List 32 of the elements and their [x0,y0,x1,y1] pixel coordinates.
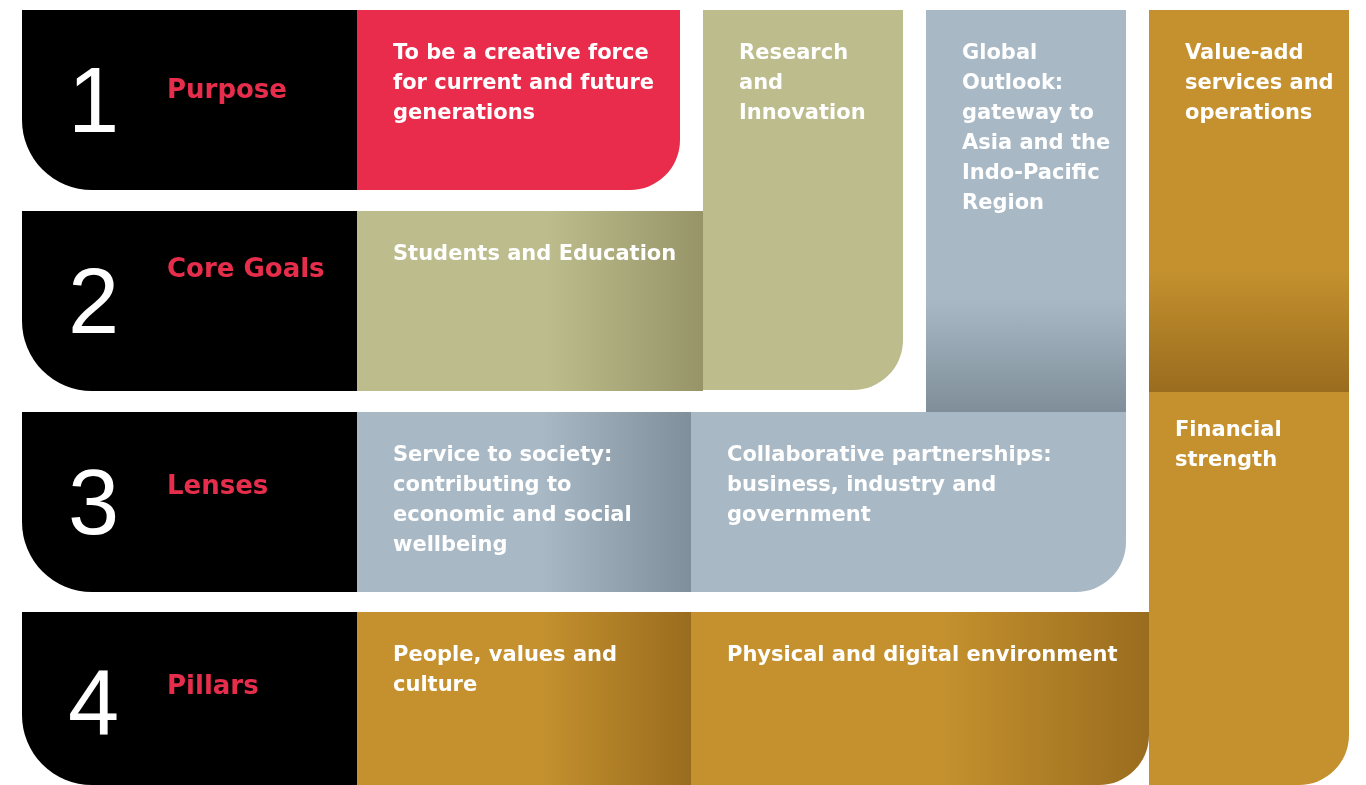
level-number: 3 [68,456,120,548]
goal-text: Value-add services and operations [1185,39,1335,126]
level-heading: Lenses [167,469,270,502]
goal-tile [357,10,680,190]
level-number: 2 [68,255,120,347]
goal-tile [1149,392,1349,785]
goal-text: To be a creative force for current and future generations [393,39,656,126]
goal-text: Physical and digital environment [727,641,1119,668]
level-heading: Purpose [167,73,288,106]
goal-tile [357,412,691,592]
goal-tile [357,612,691,785]
goal-text: Financial strength [1175,416,1283,473]
goal-text: Research and Innovation [739,39,867,126]
goal-text: Collaborative partnerships: business, industry and government [727,441,1053,528]
goal-text: Global Outlook: gateway to Asia and the Indo-Pacific Region [962,39,1112,216]
level-number: 1 [68,54,120,146]
goal-text: Service to society: contributing to economic and social wellbeing [393,441,633,558]
level-band [22,10,358,190]
level-band [22,612,358,785]
level-number: 4 [68,656,120,748]
goal-tile [691,412,1126,592]
goal-tile [357,211,703,391]
goal-text: People, values and culture [393,641,619,698]
goal-tile [926,10,1126,412]
goal-tile [703,10,903,390]
goal-text: Students and Education [393,240,678,267]
level-band [22,211,358,391]
level-heading: Pillars [167,669,260,702]
goal-tile [691,612,1149,785]
level-heading: Core Goals [167,252,326,285]
goal-tile [1149,10,1349,392]
level-band [22,412,358,592]
